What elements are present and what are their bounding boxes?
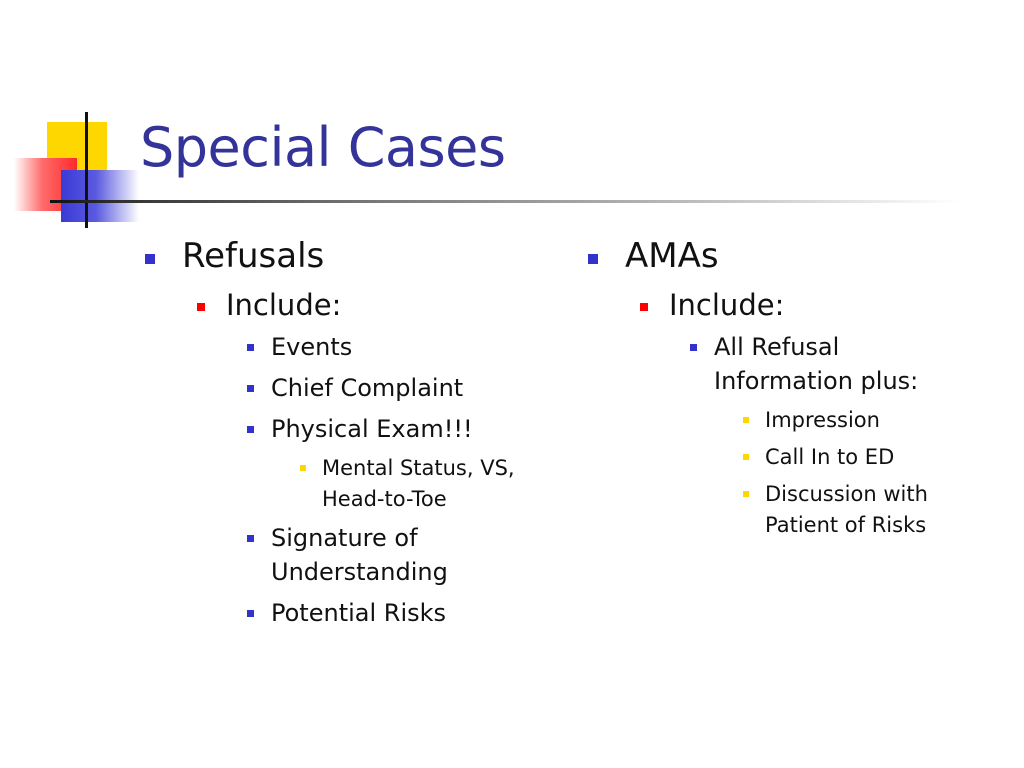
list-item: Signature of Understanding — [140, 521, 481, 589]
sub-list-item: Mental Status, VS, Head-to-Toe — [140, 453, 536, 515]
square-bullet-icon — [247, 535, 254, 542]
sub-list-item-text: Call In to ED — [765, 445, 895, 469]
list-item: All Refusal Information plus: — [583, 330, 954, 398]
list-item-text: Events — [271, 333, 353, 361]
square-bullet-icon — [640, 303, 648, 311]
list-item: Potential Risks — [140, 596, 560, 630]
square-bullet-icon — [743, 491, 749, 497]
logo-vertical-line — [85, 112, 88, 228]
list-item-text: Signature of Understanding — [271, 524, 448, 586]
logo-blue-square — [61, 170, 139, 222]
logo-decoration — [0, 0, 160, 240]
square-bullet-icon — [247, 426, 254, 433]
left-heading: Refusals — [182, 236, 325, 276]
list-item: Chief Complaint — [140, 371, 560, 405]
square-bullet-icon — [743, 454, 749, 460]
square-bullet-icon — [588, 254, 598, 264]
title-underline — [50, 200, 960, 203]
right-subheading-item: Include: — [583, 286, 1003, 324]
right-heading: AMAs — [625, 236, 719, 276]
sub-list-item-text: Discussion with Patient of Risks — [765, 482, 928, 537]
sub-list-item: Discussion with Patient of Risks — [583, 479, 945, 541]
sub-list-item-text: Impression — [765, 408, 880, 432]
square-bullet-icon — [247, 385, 254, 392]
right-subheading: Include: — [669, 288, 785, 322]
list-item: Physical Exam!!! — [140, 412, 560, 446]
sub-list-item: Call In to ED — [583, 442, 1003, 473]
list-item-text: Physical Exam!!! — [271, 415, 473, 443]
square-bullet-icon — [197, 303, 205, 311]
right-heading-item: AMAs — [583, 234, 1003, 278]
left-heading-item: Refusals — [140, 234, 560, 278]
square-bullet-icon — [247, 344, 254, 351]
slide-title: Special Cases — [140, 116, 506, 179]
list-item-text: Potential Risks — [271, 599, 447, 627]
left-subheading: Include: — [226, 288, 342, 322]
square-bullet-icon — [743, 417, 749, 423]
square-bullet-icon — [145, 254, 155, 264]
sub-list-item: Impression — [583, 405, 1003, 436]
list-item-text: All Refusal Information plus: — [714, 333, 919, 395]
list-item-text: Chief Complaint — [271, 374, 464, 402]
square-bullet-icon — [300, 465, 306, 471]
square-bullet-icon — [690, 344, 697, 351]
right-column: AMAs Include: All Refusal Information pl… — [583, 234, 1003, 547]
sub-list-item-text: Mental Status, VS, Head-to-Toe — [322, 456, 515, 511]
left-column: Refusals Include: Events Chief Complaint… — [140, 234, 560, 637]
left-subheading-item: Include: — [140, 286, 560, 324]
list-item: Events — [140, 330, 560, 364]
square-bullet-icon — [247, 610, 254, 617]
